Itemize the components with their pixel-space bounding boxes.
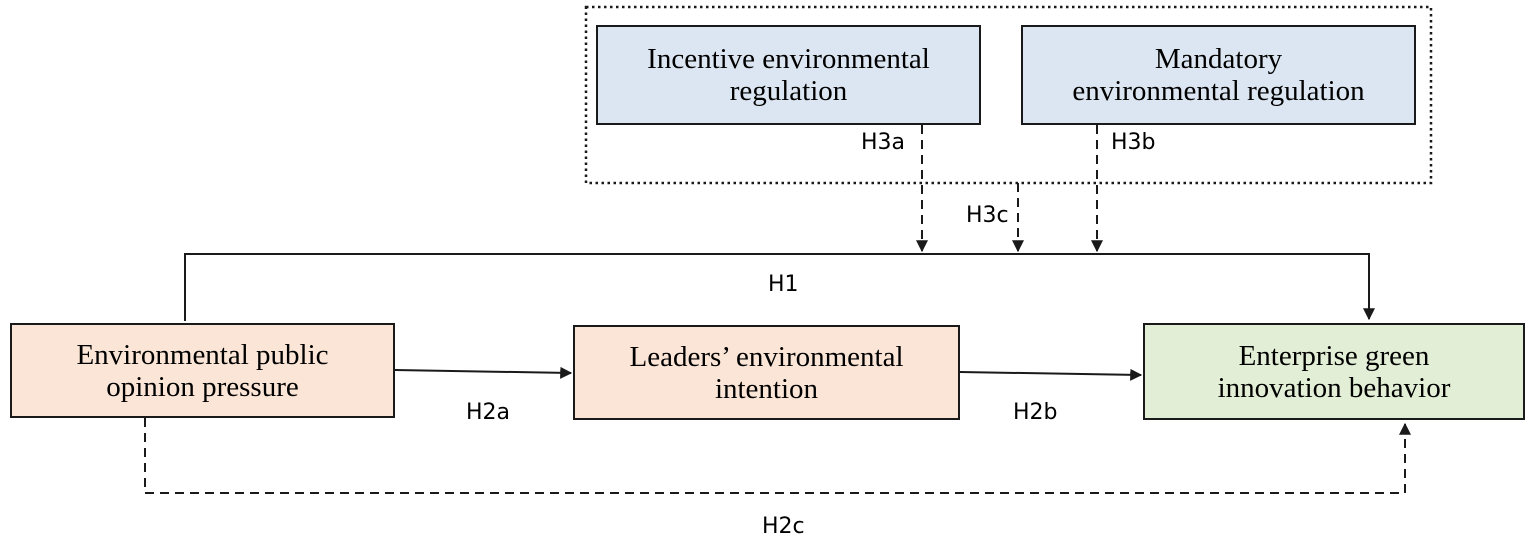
mandatory-regulation-box: Mandatory environmental regulation <box>1021 25 1416 125</box>
h2a-arrow <box>394 366 573 379</box>
green-innovation-box: Enterprise green innovation behavior <box>1143 323 1525 420</box>
h2b-label: H2b <box>1013 400 1058 425</box>
incentive-regulation-box: Incentive environmental regulation <box>596 25 981 125</box>
h2c-path <box>144 418 1411 494</box>
moderator-group-frame <box>584 5 1433 185</box>
h2b-arrow <box>959 368 1143 381</box>
public-opinion-pressure-line2: opinion pressure <box>106 370 299 403</box>
public-opinion-pressure-box: Environmental public opinion pressure <box>10 323 395 418</box>
incentive-regulation-line1: Incentive environmental <box>647 43 930 75</box>
h2a-label: H2a <box>466 400 511 425</box>
h1-label: H1 <box>768 272 799 297</box>
h2c-label: H2c <box>762 514 805 539</box>
mandatory-regulation-line2: environmental regulation <box>1072 75 1365 107</box>
green-innovation-line1: Enterprise green <box>1238 339 1430 372</box>
leaders-intention-line1: Leaders’ environmental <box>629 340 904 373</box>
h3a-label: H3a <box>861 130 906 155</box>
h3c-label: H3c <box>966 203 1009 228</box>
h3b-label: H3b <box>1111 130 1156 155</box>
leaders-intention-line2: intention <box>714 372 819 405</box>
leaders-intention-box: Leaders’ environmental intention <box>573 325 960 420</box>
incentive-regulation-line2: regulation <box>729 75 848 107</box>
mandatory-regulation-line1: Mandatory <box>1154 43 1283 75</box>
public-opinion-pressure-line1: Environmental public <box>76 338 329 371</box>
h1-path <box>184 253 1375 321</box>
green-innovation-line2: innovation behavior <box>1217 371 1451 404</box>
